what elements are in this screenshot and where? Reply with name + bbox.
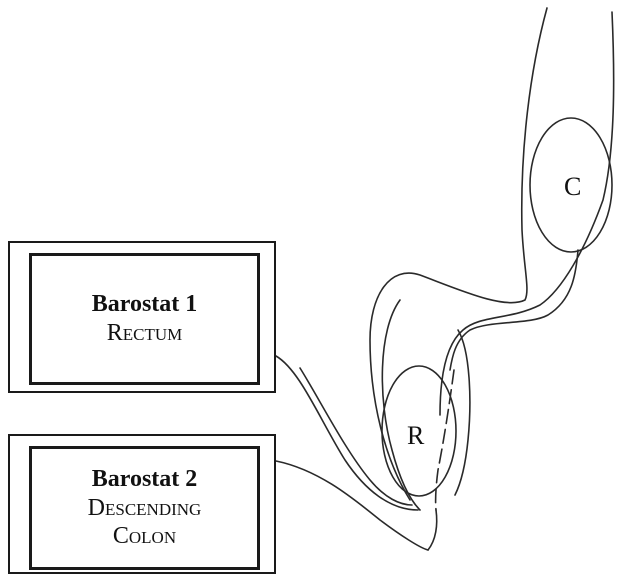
rectum-label: R: [407, 421, 424, 451]
rectum-wall-lower: [382, 300, 420, 510]
bowel-wall-outer: [370, 8, 547, 500]
barostat2-box: Barostat 2 Descending Colon: [8, 434, 276, 574]
bowel-wall-inner: [450, 250, 578, 370]
catheter-dashed: [436, 370, 454, 510]
tube-barostat2-upper: [428, 510, 437, 550]
tube-barostat2: [276, 461, 428, 550]
barostat1-subtitle: Rectum: [107, 319, 183, 348]
barostat2-title: Barostat 2: [92, 465, 198, 494]
barostat2-inner-box: Barostat 2 Descending Colon: [29, 446, 260, 570]
bowel-wall-right: [455, 330, 470, 495]
barostat2-subtitle-line2: Colon: [113, 522, 176, 551]
barostat1-box: Barostat 1 Rectum: [8, 241, 276, 393]
barostat2-subtitle-line1: Descending: [88, 494, 202, 523]
tube-barostat1-inner: [300, 368, 412, 505]
colon-label: C: [564, 172, 581, 202]
barostat1-title: Barostat 1: [92, 290, 198, 319]
barostat1-inner-box: Barostat 1 Rectum: [29, 253, 260, 385]
